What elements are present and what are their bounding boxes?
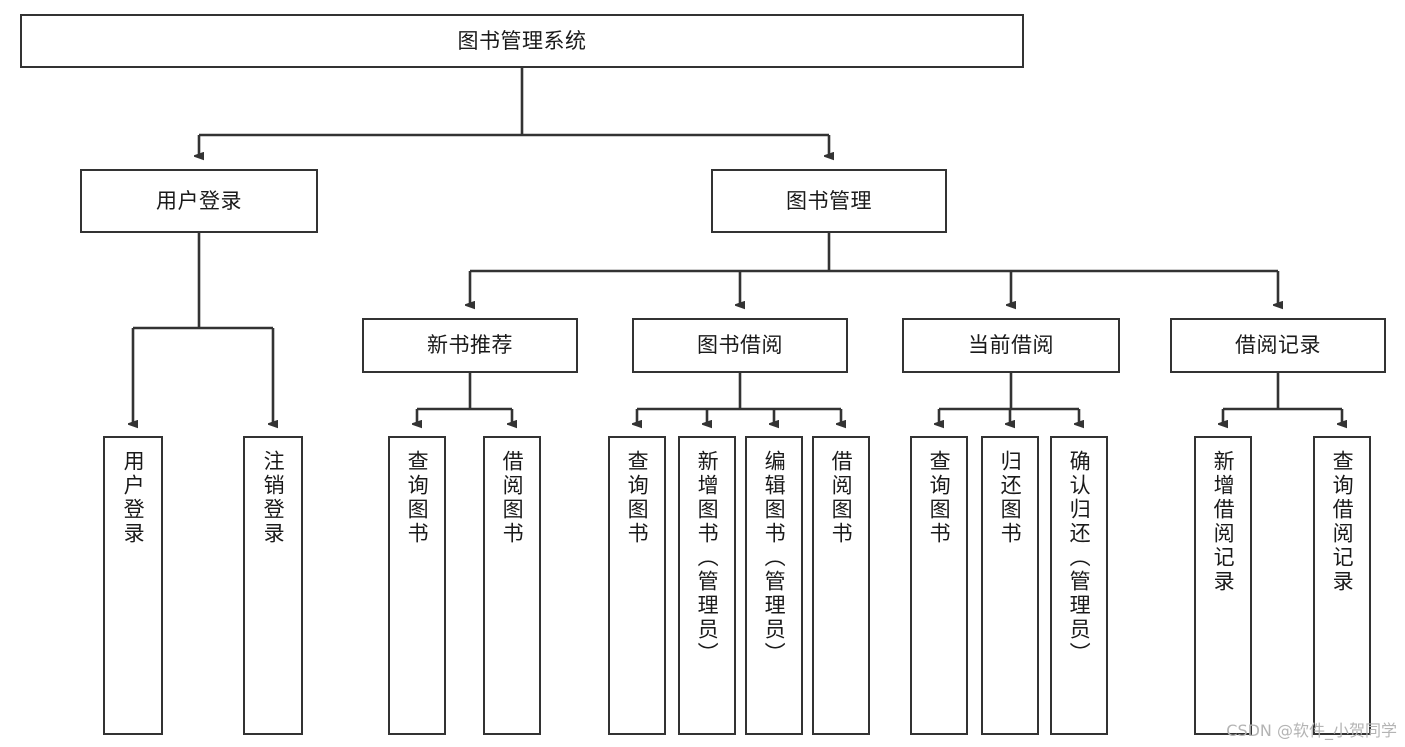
node-leaf[interactable]: 用户登录 xyxy=(103,436,163,735)
node-label: 图书借阅 xyxy=(697,333,783,358)
node-label: 编辑图书（管理员） xyxy=(762,450,787,666)
node-root-system[interactable]: 图书管理系统 xyxy=(20,14,1024,68)
node-book-management[interactable]: 图书管理 xyxy=(711,169,947,233)
node-leaf[interactable]: 查询借阅记录 xyxy=(1313,436,1371,735)
node-label: 新增图书（管理员） xyxy=(695,450,720,666)
node-label: 新书推荐 xyxy=(427,333,513,358)
node-leaf[interactable]: 新增图书（管理员） xyxy=(678,436,736,735)
node-label: 当前借阅 xyxy=(968,333,1054,358)
node-label: 查询借阅记录 xyxy=(1330,450,1355,594)
node-label: 借阅图书 xyxy=(829,450,854,546)
node-new-book-recommend[interactable]: 新书推荐 xyxy=(362,318,578,373)
node-user-login[interactable]: 用户登录 xyxy=(80,169,318,233)
node-label: 归还图书 xyxy=(998,450,1023,546)
node-leaf[interactable]: 查询图书 xyxy=(608,436,666,735)
node-label: 注销登录 xyxy=(261,450,286,546)
node-leaf[interactable]: 查询图书 xyxy=(388,436,446,735)
node-label: 图书管理 xyxy=(786,188,872,213)
node-leaf[interactable]: 查询图书 xyxy=(910,436,968,735)
node-leaf[interactable]: 借阅图书 xyxy=(483,436,541,735)
node-leaf[interactable]: 确认归还（管理员） xyxy=(1050,436,1108,735)
node-label: 借阅记录 xyxy=(1235,333,1321,358)
node-label: 用户登录 xyxy=(156,188,242,213)
node-leaf[interactable]: 编辑图书（管理员） xyxy=(745,436,803,735)
node-label: 查询图书 xyxy=(405,450,430,546)
node-label: 查询图书 xyxy=(625,450,650,546)
node-label: 确认归还（管理员） xyxy=(1067,450,1092,666)
node-label: 借阅图书 xyxy=(500,450,525,546)
node-label: 用户登录 xyxy=(121,450,146,546)
node-leaf[interactable]: 归还图书 xyxy=(981,436,1039,735)
node-leaf[interactable]: 新增借阅记录 xyxy=(1194,436,1252,735)
node-borrow-records[interactable]: 借阅记录 xyxy=(1170,318,1386,373)
node-leaf[interactable]: 借阅图书 xyxy=(812,436,870,735)
watermark-text: CSDN @软件_小贺同学 xyxy=(1226,721,1397,740)
node-label: 图书管理系统 xyxy=(457,28,587,53)
node-leaf[interactable]: 注销登录 xyxy=(243,436,303,735)
node-book-borrow[interactable]: 图书借阅 xyxy=(632,318,848,373)
node-label: 新增借阅记录 xyxy=(1211,450,1236,594)
node-current-borrow[interactable]: 当前借阅 xyxy=(902,318,1120,373)
node-label: 查询图书 xyxy=(927,450,952,546)
